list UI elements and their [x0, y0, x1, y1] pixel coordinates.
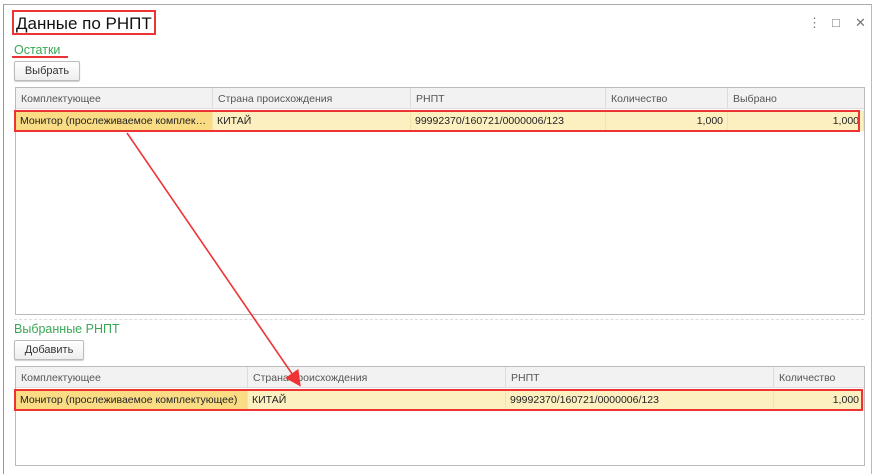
table-row[interactable]: Монитор (прослеживаемое комплектующее) К… — [16, 111, 864, 131]
cell-quantity: 1,000 — [606, 111, 728, 131]
selected-section-label: Выбранные РНПТ — [14, 322, 120, 336]
cell-selected: 1,000 — [728, 111, 864, 131]
column-header[interactable]: Количество — [779, 372, 836, 384]
column-header[interactable]: Страна происхождения — [213, 88, 411, 108]
column-header[interactable]: Количество — [606, 88, 728, 108]
divider — [14, 319, 864, 320]
table-header: Комплектующее Страна происхождения РНПТ … — [16, 88, 864, 109]
window-title: Данные по РНПТ — [12, 10, 156, 35]
cell-country: КИТАЙ — [248, 390, 506, 410]
table-header: Комплектующее Страна происхождения РНПТ … — [16, 367, 864, 388]
maximize-icon[interactable]: □ — [832, 15, 840, 30]
cell-quantity: 1,000 — [774, 390, 864, 410]
table-row[interactable]: Монитор (прослеживаемое комплектующее) К… — [16, 390, 864, 410]
stock-table: Комплектующее Страна происхождения РНПТ … — [15, 87, 865, 315]
cell-country: КИТАЙ — [213, 111, 411, 131]
add-button[interactable]: Добавить — [14, 340, 84, 360]
column-header[interactable]: Комплектующее — [16, 367, 248, 387]
cell-rnpt: 99992370/160721/0000006/123 — [506, 390, 774, 410]
arrow-annotation — [126, 132, 301, 387]
column-header[interactable]: Выбрано — [733, 93, 777, 105]
underline-annotation — [12, 56, 68, 58]
stock-section-label: Остатки — [14, 43, 61, 57]
more-icon[interactable]: ⋮ — [808, 15, 821, 30]
cell-rnpt: 99992370/160721/0000006/123 — [411, 111, 606, 131]
cell-component: Монитор (прослеживаемое комплектующее) — [16, 111, 213, 131]
close-icon[interactable]: ✕ — [855, 15, 866, 30]
window-frame — [3, 4, 872, 474]
column-header[interactable]: Комплектующее — [16, 88, 213, 108]
selected-table: Комплектующее Страна происхождения РНПТ … — [15, 366, 865, 466]
cell-component: Монитор (прослеживаемое комплектующее) — [16, 390, 248, 410]
arrow-line — [126, 132, 301, 387]
column-header[interactable]: Страна происхождения — [248, 367, 506, 387]
column-header[interactable]: РНПТ — [506, 367, 774, 387]
select-button[interactable]: Выбрать — [14, 61, 80, 81]
column-header[interactable]: РНПТ — [411, 88, 606, 108]
